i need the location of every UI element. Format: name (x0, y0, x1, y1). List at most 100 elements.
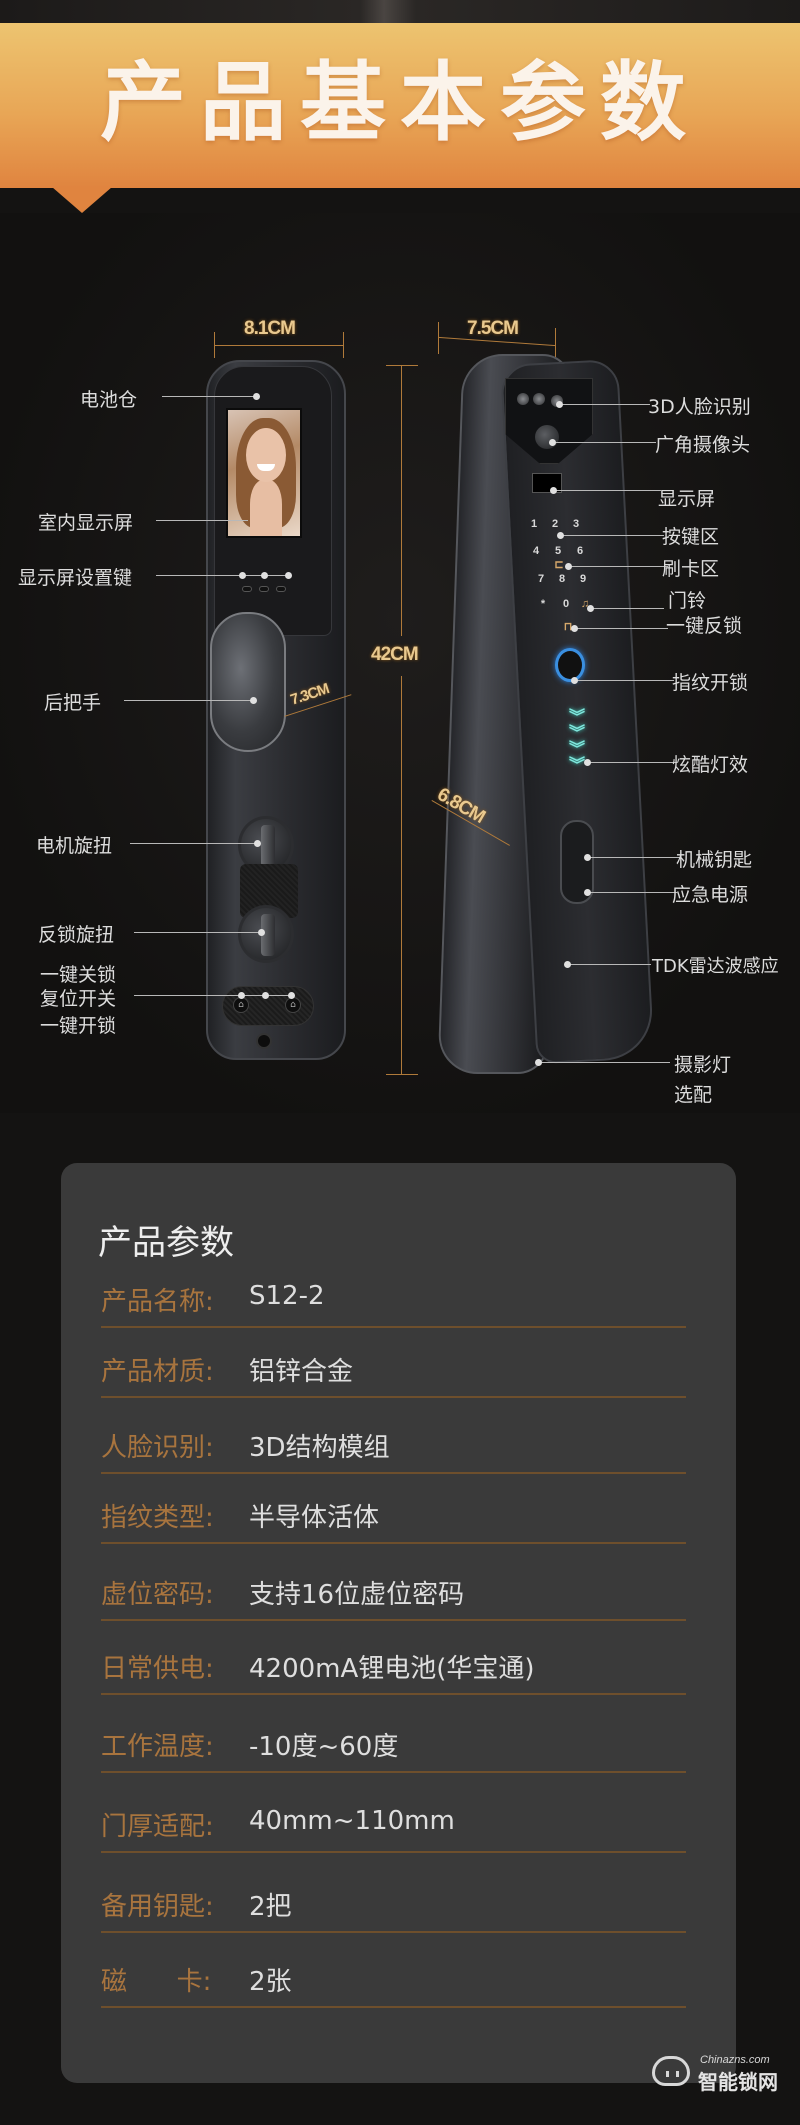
param-value: 铝锌合金 (249, 1357, 354, 1387)
lock-icon[interactable]: ⊓ (563, 621, 573, 633)
callout-line (134, 995, 294, 996)
callout-dot (262, 992, 269, 999)
one-key-unlock-button[interactable]: ⌂ (285, 997, 301, 1013)
callout-line (560, 404, 650, 405)
callout-one-key-lock: 一键关锁 (40, 964, 117, 986)
param-label: 日常供电: (101, 1654, 214, 1684)
fingerprint-sensor[interactable] (555, 648, 585, 682)
dim-front-width: 7.5CM (467, 318, 519, 339)
callout-dot (584, 854, 591, 861)
keypad-key-3[interactable]: 3 (572, 518, 580, 530)
card-reader-icon: ⊏ (554, 559, 564, 571)
cloud-icon (652, 2056, 690, 2086)
doorbell-icon[interactable]: ♫ (580, 598, 590, 610)
callout-card-area: 刷卡区 (662, 558, 720, 580)
callout-one-key-deadlock: 一键反锁 (666, 615, 743, 637)
callout-dot (285, 572, 292, 579)
param-row: 备用钥匙: 2把 (101, 1886, 686, 1933)
watermark-logo: Chinazns.com 智能锁网 (652, 2054, 800, 2096)
keypad-key-2[interactable]: 2 (551, 518, 559, 530)
callout-line (124, 700, 254, 701)
keypad-key-6[interactable]: 6 (576, 545, 584, 557)
callout-dot (239, 572, 246, 579)
param-label: 产品名称: (101, 1287, 214, 1317)
callout-emergency-power: 应急电源 (672, 884, 749, 906)
keypad-key-0[interactable]: 0 (562, 598, 570, 610)
keypad-key-1[interactable]: 1 (530, 518, 538, 530)
callout-dot (571, 625, 578, 632)
row-divider (101, 1619, 686, 1621)
callout-indoor-screen: 室内显示屏 (38, 512, 134, 534)
header-banner: 产品基本参数 (0, 23, 800, 188)
param-row: 日常供电: 4200mA锂电池(华宝通) (101, 1648, 686, 1695)
callout-deadlock-knob: 反锁旋扭 (38, 924, 115, 946)
chevron-light-icon: ︾ (568, 739, 585, 758)
dim-height: 42CM (371, 644, 419, 665)
screen-photo-face (246, 428, 286, 482)
callout-dot (261, 572, 268, 579)
callout-light-effect: 炫酷灯效 (672, 754, 749, 776)
screen-photo-smile (257, 464, 275, 471)
callout-motor-knob: 电机旋扭 (36, 835, 113, 857)
param-row: 门厚适配: 40mm~110mm (101, 1806, 686, 1853)
row-divider (101, 1472, 686, 1474)
watermark-cn: 智能锁网 (698, 2070, 778, 2094)
keypad-key-5[interactable]: 5 (554, 545, 562, 557)
callout-screen-keys: 显示屏设置键 (18, 567, 133, 589)
callout-dot (549, 439, 556, 446)
param-value: 40mm~110mm (249, 1806, 455, 1836)
callout-dot (584, 759, 591, 766)
knob-bar (261, 825, 275, 867)
watermark-en: Chinazns.com (700, 2054, 770, 2066)
banner-pointer (52, 187, 112, 213)
one-key-lock-button[interactable]: ⌂ (233, 997, 249, 1013)
callout-line (552, 442, 656, 443)
callout-line (553, 490, 661, 491)
chevron-light-icon: ︾ (568, 755, 585, 774)
callout-dot (258, 929, 265, 936)
param-row: 磁 卡: 2张 (101, 1961, 686, 2008)
callout-line (162, 396, 256, 397)
callout-line (567, 964, 651, 965)
param-value: 4200mA锂电池(华宝通) (249, 1654, 535, 1684)
dim-tick (555, 328, 556, 362)
screen-setting-key-3[interactable] (276, 586, 286, 592)
callout-wide-camera: 广角摄像头 (655, 434, 751, 456)
row-divider (101, 1693, 686, 1695)
param-label: 产品材质: (101, 1357, 214, 1387)
keypad-key-star[interactable]: * (540, 598, 546, 610)
page-title: 产品基本参数 (100, 53, 700, 153)
callout-line (568, 566, 668, 567)
keypad-key-4[interactable]: 4 (532, 545, 540, 557)
keypad-key-9[interactable]: 9 (579, 573, 587, 585)
param-label: 虚位密码: (101, 1580, 214, 1610)
screen-setting-key-2[interactable] (259, 586, 269, 592)
dim-line-back-width (214, 345, 344, 346)
keypad-key-8[interactable]: 8 (558, 573, 566, 585)
callout-dot (254, 840, 261, 847)
chevron-light-icon: ︾ (568, 707, 585, 726)
screen-setting-key-1[interactable] (242, 586, 252, 592)
dim-tick (214, 332, 215, 358)
callout-dot (535, 1059, 542, 1066)
param-row: 产品材质: 铝锌合金 (101, 1351, 686, 1398)
dim-line-height (401, 366, 402, 636)
row-divider (101, 1851, 686, 1853)
param-row: 虚位密码: 支持16位虚位密码 (101, 1574, 686, 1621)
callout-dot (253, 393, 260, 400)
bottom-keyhole (256, 1033, 272, 1049)
callout-dot (238, 992, 245, 999)
callout-tdk-radar: TDK雷达波感应 (652, 956, 779, 977)
dim-tick (343, 332, 344, 358)
ir-sensor-icon (517, 393, 529, 405)
callout-line (574, 680, 674, 681)
callout-line (574, 628, 668, 629)
callout-dot (250, 697, 257, 704)
keypad-key-7[interactable]: 7 (537, 573, 545, 585)
wide-angle-camera-icon (535, 425, 559, 449)
deadlock-knob (238, 905, 294, 963)
callout-mechanical-key: 机械钥匙 (676, 849, 753, 871)
param-row: 人脸识别: 3D结构模组 (101, 1427, 686, 1474)
param-label: 人脸识别: (101, 1433, 214, 1463)
callout-dot (571, 677, 578, 684)
